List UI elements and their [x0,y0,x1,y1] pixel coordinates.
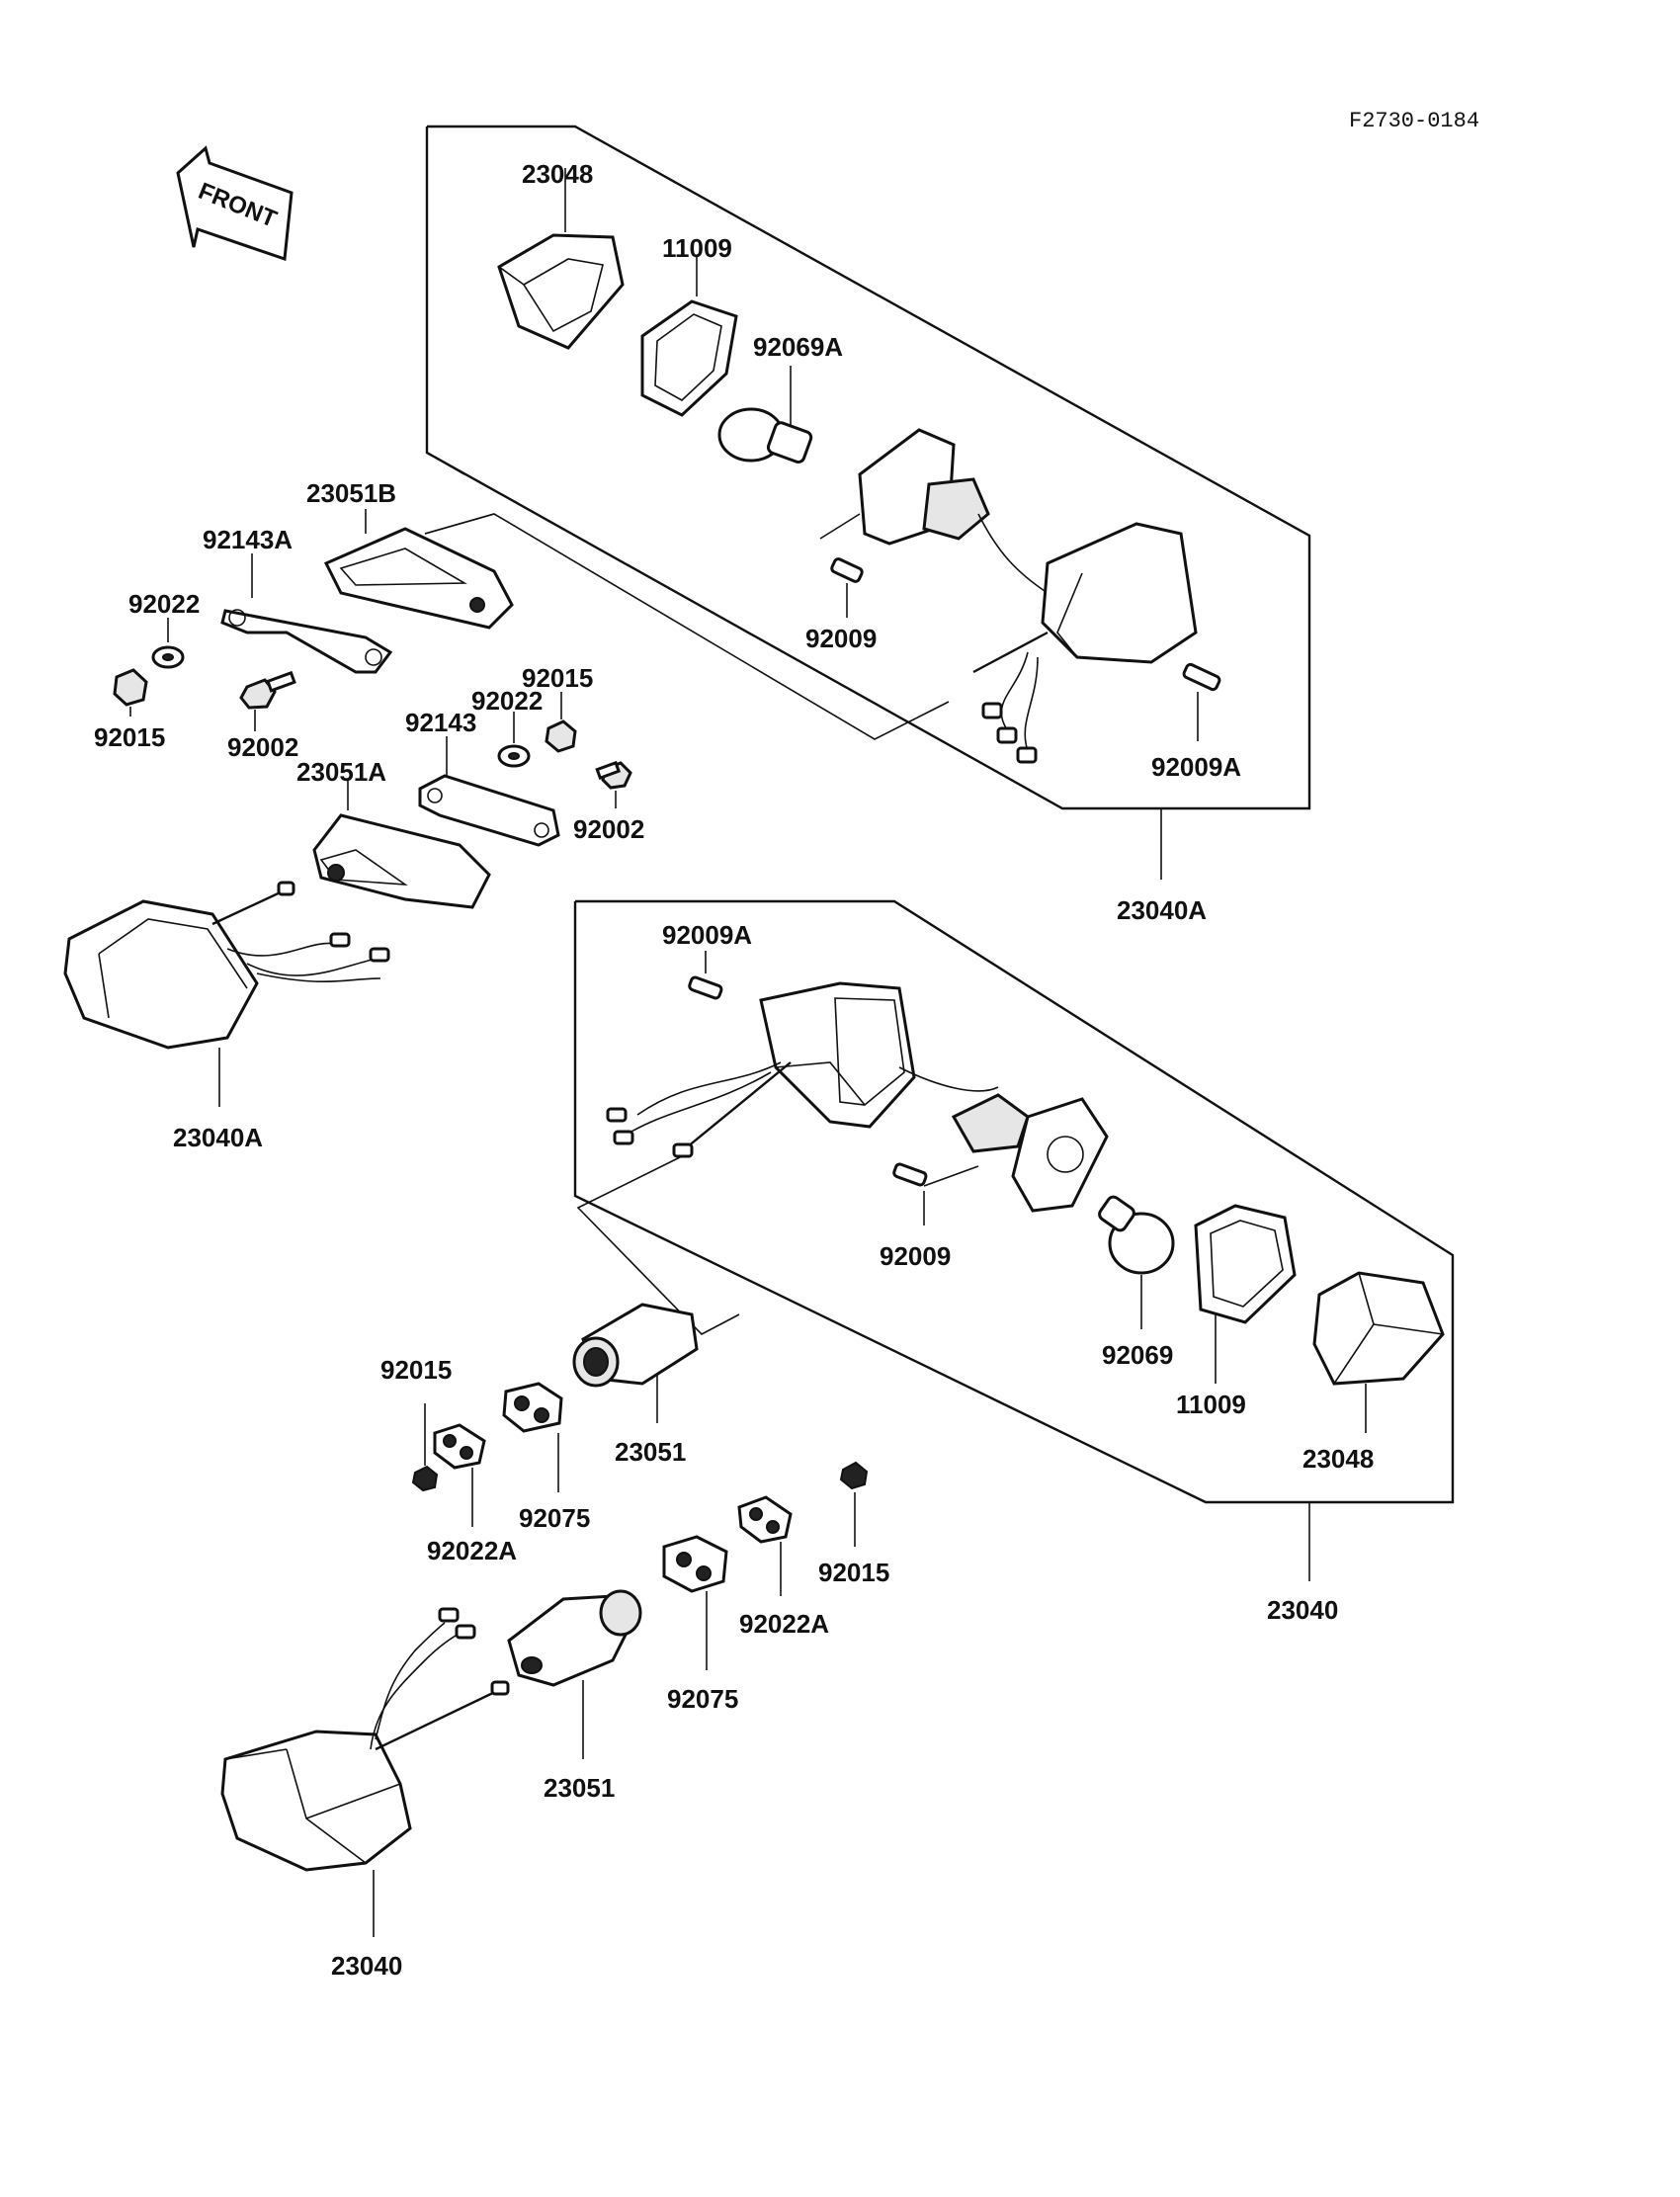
nut-left [411,1403,439,1492]
front-housing [606,981,1109,1213]
label-front-screw-inner: 92009 [880,1241,951,1271]
washer-mid [497,712,531,768]
washer-right [737,1495,793,1596]
label-nut-left: 92015 [380,1355,452,1385]
plate-upper [220,553,393,674]
label-front-lens: 23048 [1302,1444,1374,1474]
rear-screw-inner [819,513,864,618]
bracket-upper [323,509,514,630]
label-signal-left: 23040A [173,1123,263,1152]
label-front-bulb: 92069 [1102,1340,1173,1370]
washer-left [433,1423,486,1527]
grommet-left [502,1382,563,1492]
rear-assembly-outline [425,125,1311,810]
holder-upper [572,1303,699,1423]
label-bracket-upper: 23051B [306,478,396,508]
label-nut-mid: 92015 [522,663,593,693]
nut-right [839,1461,869,1547]
label-washer-left: 92022A [427,1536,517,1565]
plate-mid [418,736,560,847]
front-lens [1312,1271,1445,1433]
label-bolt-upper: 92002 [227,732,298,762]
holder-lower [507,1589,642,1759]
front-assembly-outline [573,899,1455,1504]
nut-mid [545,692,577,753]
label-front-gasket: 11009 [1176,1390,1246,1419]
bracket-lower [312,781,491,909]
rear-bulb [717,366,813,465]
rear-gasket [640,257,738,417]
label-grommet-right: 92075 [667,1684,738,1714]
front-gasket [1194,1204,1297,1384]
rear-housing [858,428,1198,764]
signal-left [63,881,390,1107]
rear-screw-outer [1182,662,1221,741]
label-front-assembly: 23040 [1267,1595,1338,1625]
label-nut-upper: 92015 [94,722,165,752]
label-rear-screw-outer: 92009A [1151,752,1241,782]
label-holder-upper: 23051 [615,1437,686,1467]
signal-bottom [220,1607,510,1937]
front-screw-inner [892,1162,979,1225]
bolt-mid [595,760,632,808]
grommet-right [662,1535,728,1670]
label-bracket-lower: 23051A [296,757,386,787]
bolt-upper [239,670,296,731]
label-rear-gasket: 11009 [662,233,732,263]
label-plate-mid: 92143 [405,708,476,737]
label-rear-screw-inner: 92009 [805,624,877,653]
front-arrow-icon: FRONT [176,145,294,262]
label-rear-bulb: 92069A [753,332,843,362]
front-bulb [1098,1195,1175,1329]
nut-upper [113,668,148,717]
label-rear-assembly: 23040A [1117,895,1207,925]
label-washer-right: 92022A [739,1609,829,1639]
washer-upper [151,618,185,669]
label-rear-lens: 23048 [522,159,593,189]
label-washer-mid: 92022 [471,686,543,716]
label-signal-bottom: 23040 [331,1951,402,1981]
figure-code: F2730-0184 [1349,109,1479,133]
label-nut-right: 92015 [818,1558,889,1587]
label-bolt-mid: 92002 [573,814,644,844]
label-plate-upper: 92143A [203,525,293,554]
front-screw-top [688,951,723,1000]
label-washer-upper: 92022 [128,589,200,619]
label-grommet-left: 92075 [519,1503,590,1533]
rear-lens [497,168,625,350]
label-front-screw-top: 92009A [662,920,752,950]
label-holder-lower: 23051 [544,1773,615,1803]
